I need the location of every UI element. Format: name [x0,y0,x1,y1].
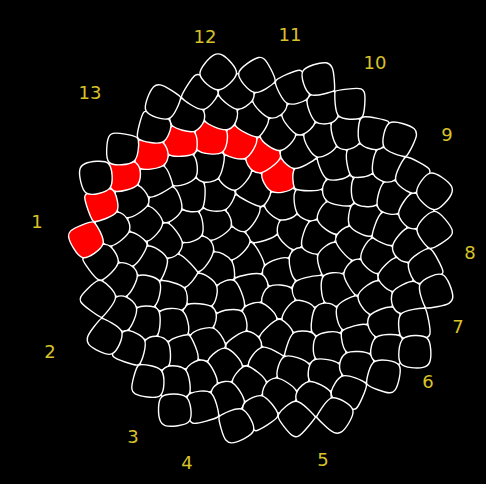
spiral-number: 10 [364,54,387,72]
scale-cell [80,280,115,317]
scale-cell [145,85,180,119]
scale-cell [107,133,139,165]
spiral-number: 3 [127,428,138,446]
scale-cell [367,360,401,393]
scale-cell [187,391,219,423]
scale-cell [159,394,192,426]
spiral-number: 8 [464,244,475,262]
scale-cell [417,211,452,248]
scale-cell [109,161,141,191]
scale-cell [200,54,237,90]
scale-cell [417,173,453,210]
spiral-number: 11 [279,26,302,44]
spiral-number: 12 [194,28,217,46]
scale-cell [219,409,254,443]
scale-cell [302,63,334,96]
scale-cell [80,161,113,194]
scale-cell [317,398,354,433]
spiral-number: 5 [317,451,328,469]
scale-cell [239,57,276,92]
scale-cell [399,308,431,339]
scale-cell [193,150,224,182]
scale-cell [199,207,232,240]
spiral-number: 7 [452,318,463,336]
scale-cell [331,116,362,150]
scale-cell [132,365,164,398]
scale-cell [335,88,365,119]
scale-cell [160,366,190,398]
spiral-number: 13 [79,84,102,102]
scale-cell [419,274,452,308]
scale-cell [69,222,104,258]
spiral-number: 2 [44,343,55,361]
scale-cell [278,401,315,437]
scale-cell [383,122,417,156]
spiral-number: 9 [441,126,452,144]
spiral-number: 4 [181,454,192,472]
scale-cell [87,318,122,354]
spiral-number: 6 [422,373,433,391]
spiral-number: 1 [31,213,42,231]
scale-cell [399,335,431,368]
